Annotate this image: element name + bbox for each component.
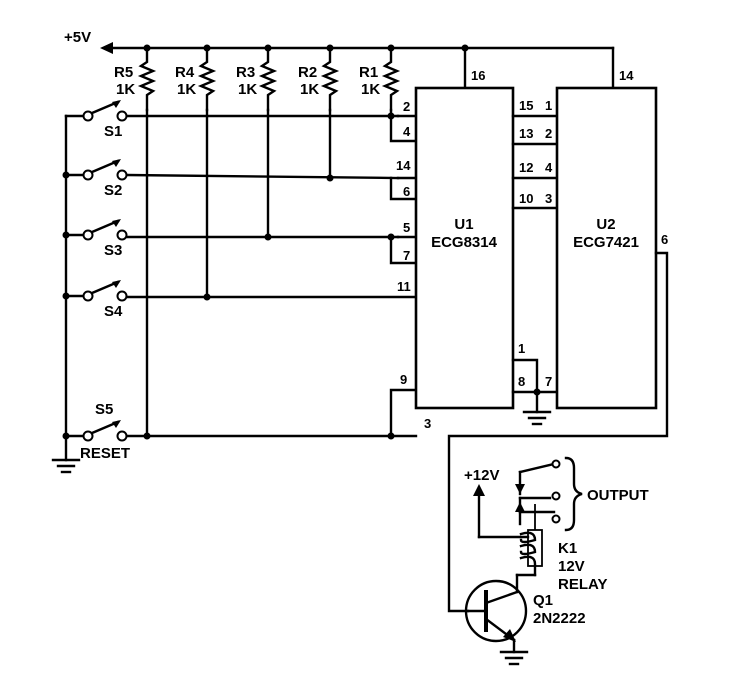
relay-supply-label: +12V xyxy=(464,467,499,484)
u1-pin-8: 8 xyxy=(518,374,525,389)
resistor-r1 xyxy=(381,46,401,112)
output-label: OUTPUT xyxy=(587,487,649,504)
u1-name: U1 xyxy=(454,216,473,233)
r1-name: R1 xyxy=(359,64,378,81)
vcc-rail xyxy=(100,42,615,90)
s4-label: S4 xyxy=(104,303,123,320)
r3-name: R3 xyxy=(236,64,255,81)
relay-k1 xyxy=(473,456,583,594)
ground-symbol-ic xyxy=(522,410,552,426)
u2-name: U2 xyxy=(596,216,615,233)
r5-value: 1K xyxy=(116,81,135,98)
u1-pin-10: 10 xyxy=(519,191,533,206)
u2-pin-7: 7 xyxy=(545,374,552,389)
u1-pin-4: 4 xyxy=(403,124,411,139)
r5-name: R5 xyxy=(114,64,133,81)
u2-part: ECG7421 xyxy=(573,234,639,251)
u1-pin-7: 7 xyxy=(403,248,410,263)
u2-pin-14: 14 xyxy=(619,68,634,83)
s1-label: S1 xyxy=(104,123,122,140)
r4-value: 1K xyxy=(177,81,196,98)
vcc-label: +5V xyxy=(64,29,91,46)
u2-pin-4: 4 xyxy=(545,160,553,175)
ground-symbol-q1 xyxy=(499,650,529,666)
r3-value: 1K xyxy=(238,81,257,98)
relay-name: K1 xyxy=(558,540,577,557)
u1-chip xyxy=(414,86,515,410)
relay-rating: 12V xyxy=(558,558,585,575)
switch-s1 xyxy=(82,100,400,122)
u1-pin-13: 13 xyxy=(519,126,533,141)
r2-name: R2 xyxy=(298,64,317,81)
s5-label: S5 xyxy=(95,401,113,418)
resistor-r2 xyxy=(320,46,340,112)
u2-pin-2: 2 xyxy=(545,126,552,141)
ground-bus xyxy=(51,114,84,474)
q1-part: 2N2222 xyxy=(533,610,586,627)
u1-pin-12: 12 xyxy=(519,160,533,175)
q1-name: Q1 xyxy=(533,592,553,609)
switch-s3 xyxy=(64,219,400,241)
transistor-q1 xyxy=(464,579,528,654)
u1-pin-5: 5 xyxy=(403,220,410,235)
reset-label: RESET xyxy=(80,445,130,462)
r1-value: 1K xyxy=(361,81,380,98)
u1-pin-16: 16 xyxy=(471,68,485,83)
u1-pin-1: 1 xyxy=(518,341,525,356)
u1-pin-15: 15 xyxy=(519,98,533,113)
relay-type: RELAY xyxy=(558,576,607,593)
switch-s5 xyxy=(64,420,418,442)
r4-name: R4 xyxy=(175,64,195,81)
switch-s2 xyxy=(64,159,400,181)
u1-pin-2: 2 xyxy=(403,99,410,114)
u1-pin-6: 6 xyxy=(403,184,410,199)
resistor-r4 xyxy=(197,46,217,112)
switch-s4 xyxy=(64,280,418,302)
u2-chip xyxy=(555,86,658,410)
r2-value: 1K xyxy=(300,81,319,98)
u1-pin-3: 3 xyxy=(424,416,431,431)
u1-part: ECG8314 xyxy=(431,234,498,251)
u2-pin-6: 6 xyxy=(661,232,668,247)
u1-pin-9: 9 xyxy=(400,372,407,387)
resistor-r3 xyxy=(258,46,278,112)
u2-pin-1: 1 xyxy=(545,98,552,113)
u1-pin-11: 11 xyxy=(397,279,411,294)
u1-pin-14: 14 xyxy=(396,158,411,173)
s2-label: S2 xyxy=(104,182,122,199)
u2-pin-3: 3 xyxy=(545,191,552,206)
s3-label: S3 xyxy=(104,242,122,259)
resistor-r5 xyxy=(137,46,157,112)
